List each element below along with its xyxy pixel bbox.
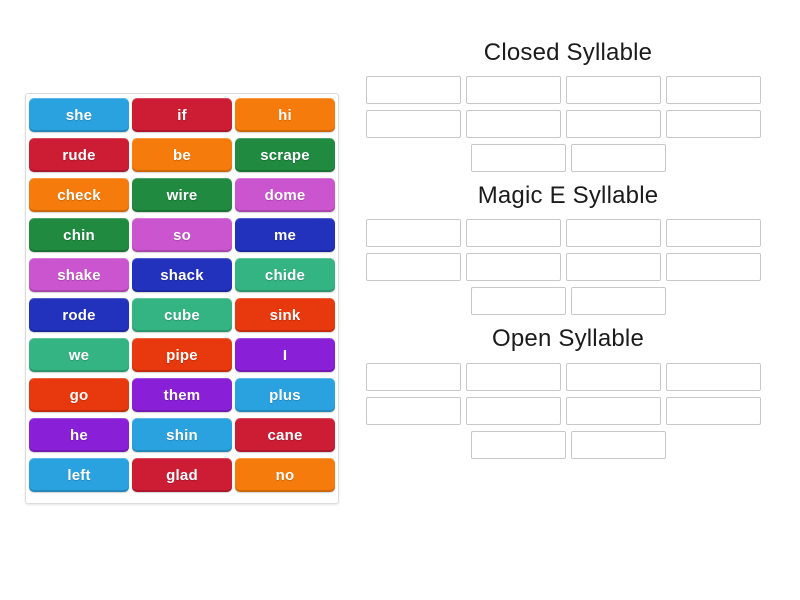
syllable-section: Open Syllable — [366, 325, 770, 459]
slot-row — [366, 253, 770, 282]
word-tile[interactable]: chin — [29, 218, 129, 252]
slot-row — [366, 430, 770, 459]
drop-slot[interactable] — [366, 110, 461, 139]
syllable-section: Closed Syllable — [366, 39, 770, 173]
word-tile[interactable]: go — [29, 378, 129, 412]
drop-slot[interactable] — [466, 110, 561, 139]
drop-slot[interactable] — [666, 253, 761, 282]
word-tile[interactable]: shack — [132, 258, 232, 292]
drop-slot[interactable] — [566, 396, 661, 425]
section-title: Magic E Syllable — [477, 182, 659, 210]
word-tile[interactable]: so — [132, 218, 232, 252]
slot-row — [366, 396, 770, 425]
drop-slot[interactable] — [466, 76, 561, 105]
drop-slot[interactable] — [666, 219, 761, 248]
section-title: Open Syllable — [491, 325, 645, 353]
drop-slot[interactable] — [666, 362, 761, 391]
word-tile[interactable]: me — [235, 218, 335, 252]
drop-slot[interactable] — [570, 144, 666, 173]
drop-slot[interactable] — [570, 287, 666, 316]
word-tile[interactable]: plus — [235, 378, 335, 412]
drop-slot[interactable] — [470, 144, 566, 173]
drop-slot[interactable] — [666, 76, 761, 105]
drop-slot[interactable] — [466, 396, 561, 425]
slot-row — [366, 287, 770, 316]
slot-row — [366, 144, 770, 173]
drop-slot[interactable] — [466, 362, 561, 391]
drop-slot[interactable] — [366, 76, 461, 105]
word-tile[interactable]: scrape — [235, 138, 335, 172]
drop-slot[interactable] — [570, 430, 666, 459]
slot-row — [366, 76, 770, 105]
word-tile[interactable]: them — [132, 378, 232, 412]
drop-slot[interactable] — [566, 253, 661, 282]
drop-slot[interactable] — [566, 219, 661, 248]
word-tile[interactable]: she — [29, 98, 129, 132]
word-tile[interactable]: he — [29, 418, 129, 452]
drop-slot[interactable] — [666, 110, 761, 139]
section-title: Closed Syllable — [483, 39, 653, 66]
drop-slot[interactable] — [566, 76, 661, 105]
drop-slot[interactable] — [366, 219, 461, 248]
drop-slot[interactable] — [470, 287, 566, 316]
word-tile[interactable]: rude — [29, 138, 129, 172]
drop-slot[interactable] — [466, 253, 561, 282]
word-tile[interactable]: hi — [235, 98, 335, 132]
drop-slot[interactable] — [466, 219, 561, 248]
word-tile[interactable]: pipe — [132, 338, 232, 372]
word-tile[interactable]: we — [29, 338, 129, 372]
word-tile[interactable]: wire — [132, 178, 232, 212]
drop-slot[interactable] — [566, 362, 661, 391]
slot-row — [366, 219, 770, 248]
word-tile[interactable]: sink — [235, 298, 335, 332]
syllable-section: Magic E Syllable — [366, 182, 770, 316]
word-tile[interactable]: glad — [132, 458, 232, 492]
word-tile[interactable]: cane — [235, 418, 335, 452]
word-tile[interactable]: no — [235, 458, 335, 492]
word-tile[interactable]: shake — [29, 258, 129, 292]
word-tile[interactable]: rode — [29, 298, 129, 332]
word-tile[interactable]: cube — [132, 298, 232, 332]
word-tile[interactable]: shin — [132, 418, 232, 452]
word-tile[interactable]: be — [132, 138, 232, 172]
word-tile[interactable]: check — [29, 178, 129, 212]
word-tile[interactable]: if — [132, 98, 232, 132]
drop-slot[interactable] — [366, 253, 461, 282]
drop-slot[interactable] — [566, 110, 661, 139]
drop-slot[interactable] — [666, 396, 761, 425]
drop-slot[interactable] — [470, 430, 566, 459]
drop-slot[interactable] — [366, 396, 461, 425]
slot-row — [366, 110, 770, 139]
slot-row — [366, 362, 770, 391]
word-tile[interactable]: dome — [235, 178, 335, 212]
word-tile[interactable]: left — [29, 458, 129, 492]
drop-slot[interactable] — [366, 362, 461, 391]
word-tile[interactable]: I — [235, 338, 335, 372]
word-tile[interactable]: chide — [235, 258, 335, 292]
